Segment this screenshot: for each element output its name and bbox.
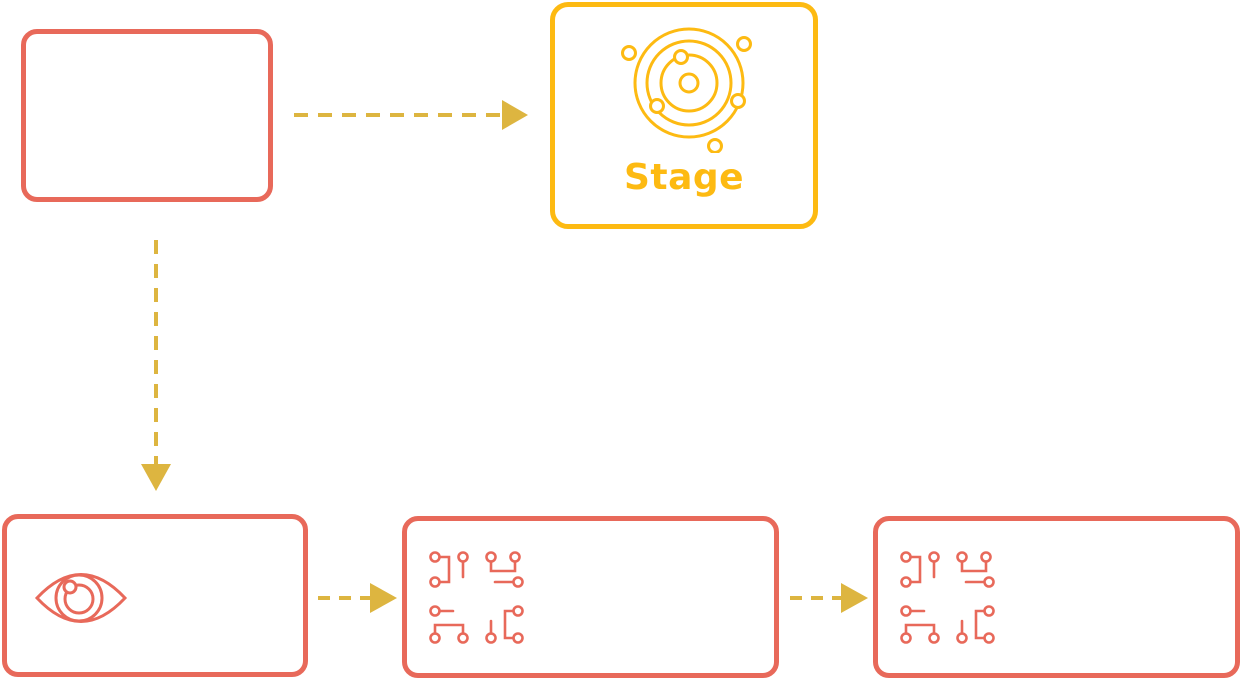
circuit-board-icon — [429, 551, 524, 644]
edge-top-left-to-stage — [294, 100, 528, 130]
node-stage: Stage — [550, 2, 818, 229]
node-top-left — [21, 29, 273, 202]
circuit-board-icon — [900, 551, 995, 644]
eye-icon — [34, 573, 128, 623]
edge-eye-to-circuit-1 — [318, 583, 397, 613]
edge-circuit-1-to-circuit-2 — [790, 583, 868, 613]
node-circuit-2 — [873, 516, 1240, 678]
node-circuit-1 — [402, 516, 779, 678]
node-eye — [2, 514, 308, 677]
stage-label: Stage — [623, 157, 745, 198]
solar-system-icon — [621, 27, 752, 153]
edge-top-left-to-eye — [141, 240, 171, 491]
